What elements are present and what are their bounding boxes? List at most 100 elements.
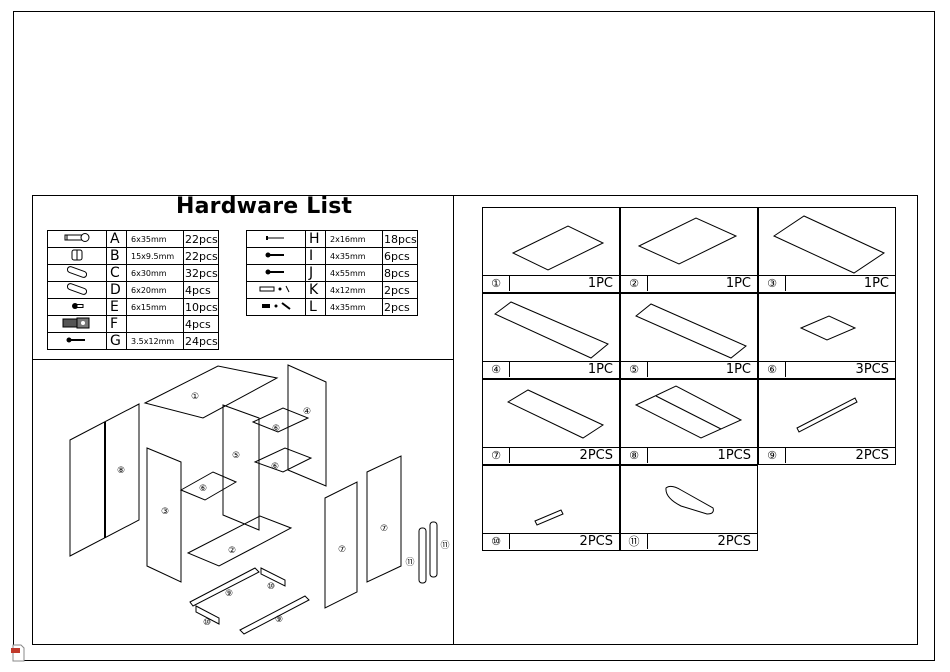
hardware-size: 2x16mm <box>325 230 383 248</box>
hardware-size: 6x35mm <box>126 230 184 248</box>
door-7-left <box>324 481 358 609</box>
part-quantity: 2PCS <box>717 534 751 549</box>
exploded-assembly-drawing: ① ② ③ ④ ⑤ ⑥ ⑥ ⑥ ⑦ ⑦ ⑧ ⑨ ⑨ ⑩ ⑩ ⑪ ⑪ <box>69 364 450 635</box>
part-drawing <box>799 315 857 341</box>
pdf-file-icon <box>11 644 25 662</box>
part-quantity: 2PCS <box>579 448 613 463</box>
part-cell: ⑥ 3PCS <box>758 293 896 379</box>
part-drawing <box>634 385 743 439</box>
hardware-size: 4x35mm <box>325 247 383 265</box>
hardware-letter: A <box>106 230 127 248</box>
hardware-size: 4x35mm <box>325 298 383 316</box>
marker-2: ② <box>228 546 236 556</box>
hardware-size: 3.5x12mm <box>126 332 184 350</box>
hardware-qty: 22pcs <box>183 230 219 248</box>
hardware-qty: 2pcs <box>382 298 418 316</box>
hardware-size: 6x30mm <box>126 264 184 282</box>
part-number: ② <box>621 276 648 291</box>
screw-icon <box>246 264 306 282</box>
handle-11-b <box>429 521 438 578</box>
part-cell: ⑪ 2PCS <box>620 465 758 551</box>
wood-dowel-icon <box>47 281 107 299</box>
hardware-qty: 22pcs <box>183 247 219 265</box>
plinth-9-b <box>239 595 310 635</box>
marker-10b: ⑩ <box>203 618 211 628</box>
instruction-sheet <box>32 195 918 645</box>
part-number: ⑧ <box>621 448 648 463</box>
part-quantity: 2PCS <box>579 534 613 549</box>
horizontal-divider <box>32 359 453 360</box>
part-number: ③ <box>759 276 786 291</box>
plinth-10-a <box>260 567 286 587</box>
hardware-letter: I <box>305 247 326 265</box>
marker-9b: ⑨ <box>275 615 283 625</box>
panel-2-bottom <box>186 515 293 567</box>
part-quantity: 1PC <box>863 276 889 291</box>
marker-7b: ⑦ <box>380 524 388 534</box>
hardware-letter: D <box>106 281 127 299</box>
part-number: ⑥ <box>759 362 786 377</box>
part-quantity: 2PCS <box>855 448 889 463</box>
wall-anchor-icon <box>246 281 306 299</box>
hardware-size: 4x12mm <box>325 281 383 299</box>
nail-icon <box>246 230 306 248</box>
part-quantity: 1PC <box>587 276 613 291</box>
plinth-10-b <box>195 605 220 625</box>
part-drawing <box>772 215 886 274</box>
screw-anchor-icon <box>246 298 306 316</box>
marker-6b: ⑥ <box>271 462 279 472</box>
hardware-qty: 10pcs <box>183 298 219 316</box>
part-number: ⑨ <box>759 448 786 463</box>
hardware-qty: 32pcs <box>183 264 219 282</box>
hardware-letter: E <box>106 298 127 316</box>
hinge-icon <box>47 315 107 333</box>
shelf-6-c <box>179 471 238 501</box>
hardware-letter: L <box>305 298 326 316</box>
hardware-list-title: Hardware List <box>176 194 353 219</box>
screw-icon <box>246 247 306 265</box>
marker-6c: ⑥ <box>199 484 207 494</box>
marker-6a: ⑥ <box>272 424 280 434</box>
part-label-bar: ⑧ 1PCS <box>621 447 757 464</box>
hardware-size: 6x15mm <box>126 298 184 316</box>
hardware-qty: 24pcs <box>183 332 219 350</box>
part-label-bar: ⑪ 2PCS <box>621 533 757 550</box>
hardware-letter: C <box>106 264 127 282</box>
hardware-letter: G <box>106 332 127 350</box>
marker-10a: ⑩ <box>267 582 275 592</box>
hardware-qty: 2pcs <box>382 281 418 299</box>
part-cell: ③ 1PC <box>758 207 896 293</box>
part-number: ⑪ <box>621 534 648 549</box>
marker-4: ④ <box>303 407 311 417</box>
part-quantity: 3PCS <box>855 362 889 377</box>
part-quantity: 1PCS <box>717 448 751 463</box>
part-label-bar: ⑨ 2PCS <box>759 447 895 464</box>
hardware-letter: K <box>305 281 326 299</box>
part-drawing <box>635 303 747 359</box>
hardware-qty: 6pcs <box>382 247 418 265</box>
door-7-right <box>366 455 402 583</box>
part-number: ④ <box>483 362 510 377</box>
cam-lock-icon <box>47 247 107 265</box>
part-drawing <box>534 509 564 526</box>
shelf-pin-icon <box>47 298 107 316</box>
part-label-bar: ⑥ 3PCS <box>759 361 895 378</box>
panel-5-divider <box>222 404 260 531</box>
vertical-divider <box>453 195 454 645</box>
handle-11-a <box>418 527 427 584</box>
